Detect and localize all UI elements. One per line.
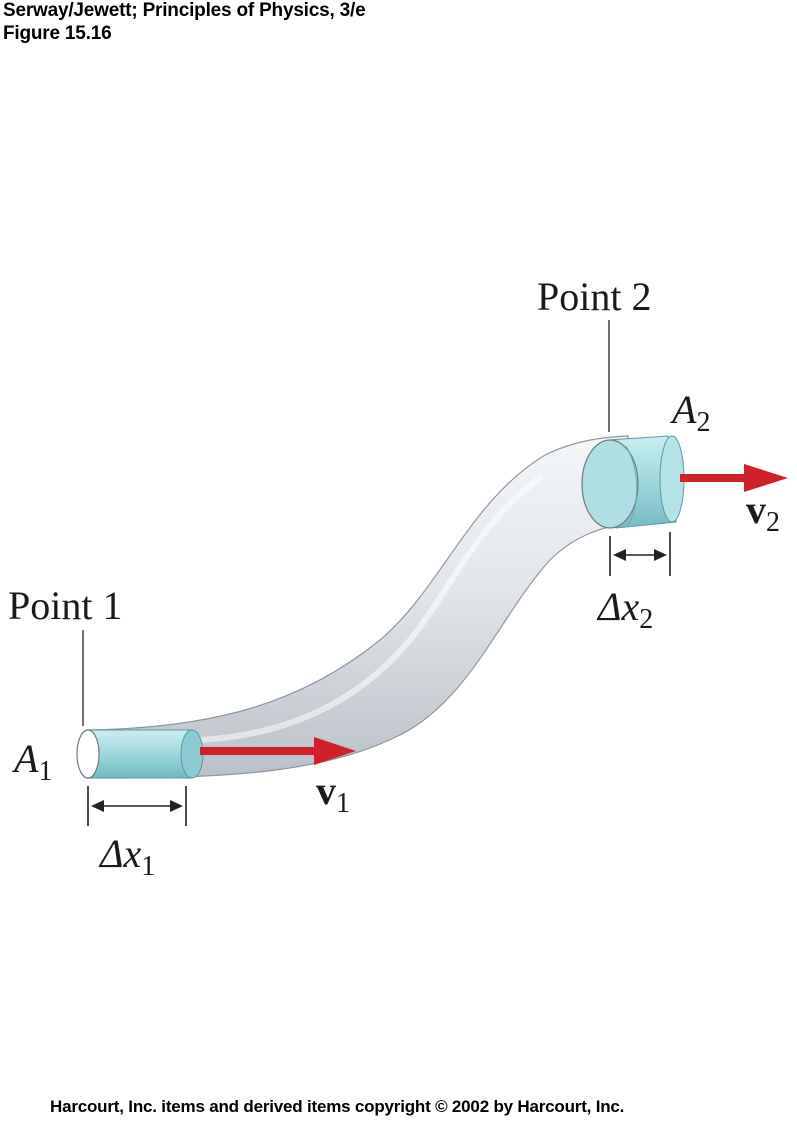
- pipe-body: [87, 435, 641, 779]
- velocity-arrow-v2: [680, 464, 788, 492]
- figure-source-title: Serway/Jewett; Principles of Physics, 3/…: [3, 0, 366, 21]
- pipe-highlight: [197, 475, 543, 743]
- point1-label: Point 1: [8, 583, 122, 628]
- point2-label: Point 2: [537, 274, 651, 319]
- velocity-v2-label: v2: [746, 487, 780, 538]
- dimension-dx1: [87, 786, 187, 826]
- area-a1-label: A1: [11, 736, 52, 787]
- velocity-v1-label: v1: [316, 768, 350, 819]
- velocity-arrow-v1: [200, 737, 356, 765]
- dx1-label: Δx1: [98, 831, 155, 882]
- dx2-label: Δx2: [596, 584, 653, 635]
- copyright-notice: Harcourt, Inc. items and derived items c…: [50, 1097, 625, 1116]
- area-a2-label: A2: [669, 387, 710, 438]
- fluid-element-1: [76, 729, 204, 779]
- dimension-dx2: [609, 532, 671, 576]
- figure-number: Figure 15.16: [3, 23, 112, 44]
- fluid-element-2: [581, 435, 685, 529]
